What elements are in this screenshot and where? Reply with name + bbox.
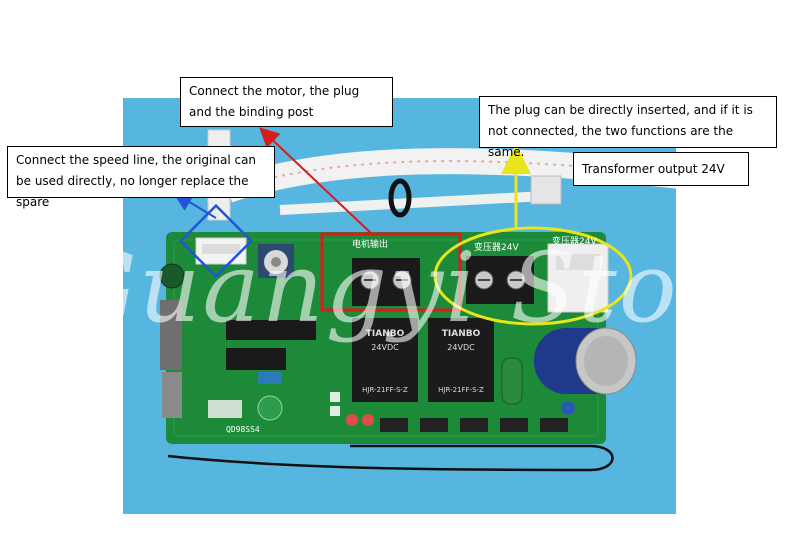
large-capacitor (534, 327, 637, 395)
board-components (159, 237, 575, 432)
relay-2-model: HJR-21FF-S-Z (438, 386, 484, 394)
relay-2-brand: TIANBO (442, 329, 481, 339)
callout-transformer: Transformer output 24V (573, 152, 749, 186)
motor-arrow (259, 127, 375, 237)
board-label-transformer-right: 变压器24V (552, 235, 597, 247)
board-label-model: QD98SS4 (226, 425, 260, 434)
relay-2-spec: 24VDC (447, 343, 475, 352)
transformer-highlight-ellipse (433, 226, 633, 326)
relay-2 (428, 318, 494, 402)
callout-motor: Connect the motor, the plug and the bind… (180, 77, 393, 127)
store-watermark: Guangyi Store (60, 232, 786, 344)
transformer-terminal-block (466, 243, 609, 313)
board-label-motor-output: 电机输出 (352, 238, 388, 250)
relay-1 (352, 318, 418, 402)
callout-speed-line: Connect the speed line, the original can… (7, 146, 275, 209)
antenna-wire (167, 444, 614, 472)
speed-line-arrow (172, 191, 217, 219)
motor-highlight-box (320, 232, 462, 312)
relay-1-spec: 24VDC (371, 343, 399, 352)
callout-plug: The plug can be directly inserted, and i… (479, 96, 777, 159)
speed-line-highlight-box (178, 203, 254, 279)
relay-1-brand: TIANBO (366, 329, 405, 339)
relay-1-model: HJR-21FF-S-Z (362, 386, 408, 394)
board-label-transformer-left: 变压器24V (474, 241, 519, 253)
motor-terminal-block (352, 258, 420, 306)
